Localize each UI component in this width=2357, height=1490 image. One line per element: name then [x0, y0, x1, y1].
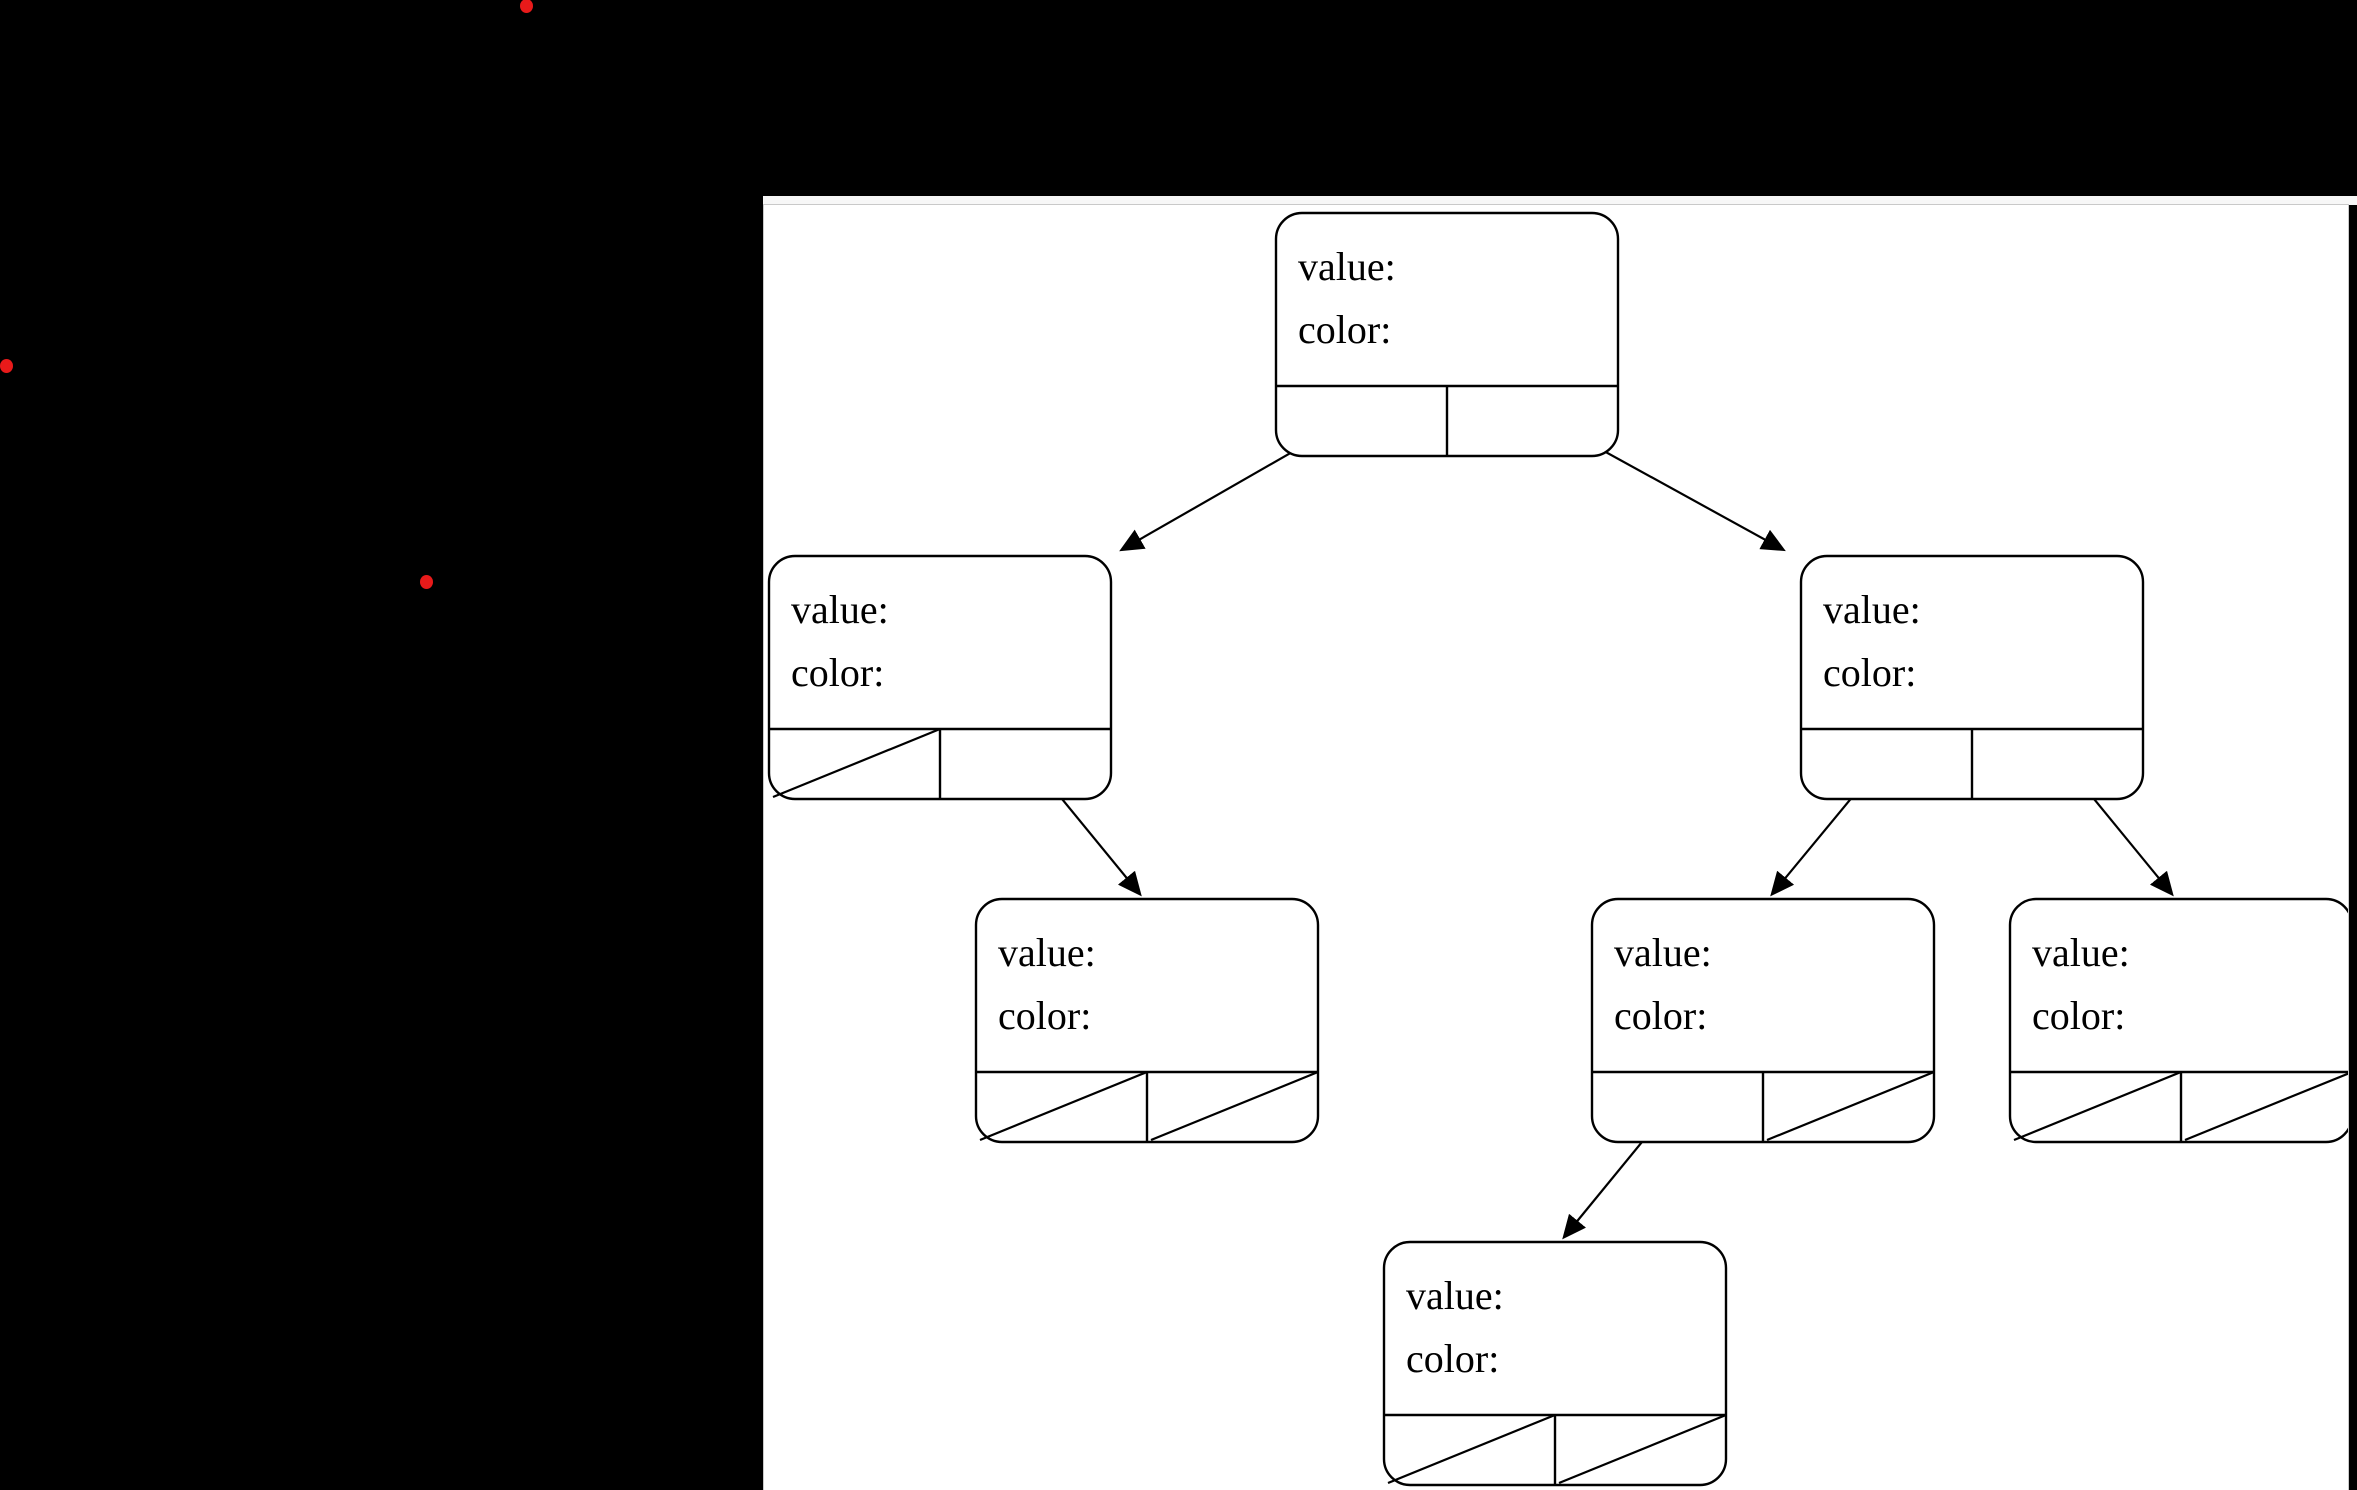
null-pointer-slash-right [2184, 1072, 2348, 1142]
marker-1 [520, 0, 533, 13]
null-pointer-slash-right [1766, 1070, 1935, 1142]
node-value-label: value: [791, 587, 889, 632]
tree-node-left-right[interactable]: value: color: [974, 897, 1320, 1144]
tree-node-deep-leaf[interactable]: value: color: [1382, 1240, 1728, 1487]
node-color-label: color: [791, 650, 884, 695]
tree-diagram-svg: value:color:value:color:value:color:valu… [767, 211, 2349, 1487]
tree-node-right-left[interactable]: value: color: [1590, 897, 1936, 1144]
canvas-top-strip [763, 196, 2357, 205]
node-value-label: value: [1298, 244, 1396, 289]
nodes-layer: value:color:value:color:value:color:valu… [767, 211, 2349, 1487]
tree-node-right[interactable]: value: color: [1799, 554, 2145, 801]
node-color-label: color: [1406, 1336, 1499, 1381]
diagram-canvas[interactable]: value:color:value:color:value:color:valu… [763, 204, 2349, 1490]
marker-2 [0, 359, 13, 373]
node-value-label: value: [1406, 1273, 1504, 1318]
node-value-label: value: [1614, 930, 1712, 975]
node-color-label: color: [998, 993, 1091, 1038]
null-pointer-slash-right [1150, 1070, 1319, 1142]
null-pointer-slash-left [979, 1070, 1148, 1142]
node-color-label: color: [1298, 307, 1391, 352]
null-pointer-slash-right [1558, 1413, 1727, 1485]
tree-node-root[interactable]: value: color: [1274, 211, 1620, 458]
node-value-label: value: [998, 930, 1096, 975]
node-color-label: color: [2032, 993, 2125, 1038]
null-pointer-slash-left [772, 727, 941, 799]
null-pointer-slash-left [1387, 1413, 1556, 1485]
node-color-label: color: [1614, 993, 1707, 1038]
tree-node-right-right[interactable]: value: color: [2008, 897, 2349, 1144]
node-value-label: value: [2032, 930, 2130, 975]
tree-node-left[interactable]: value: color: [767, 554, 1113, 801]
node-value-label: value: [1823, 587, 1921, 632]
node-color-label: color: [1823, 650, 1916, 695]
null-pointer-slash-left [2013, 1070, 2182, 1142]
marker-3 [420, 575, 433, 589]
